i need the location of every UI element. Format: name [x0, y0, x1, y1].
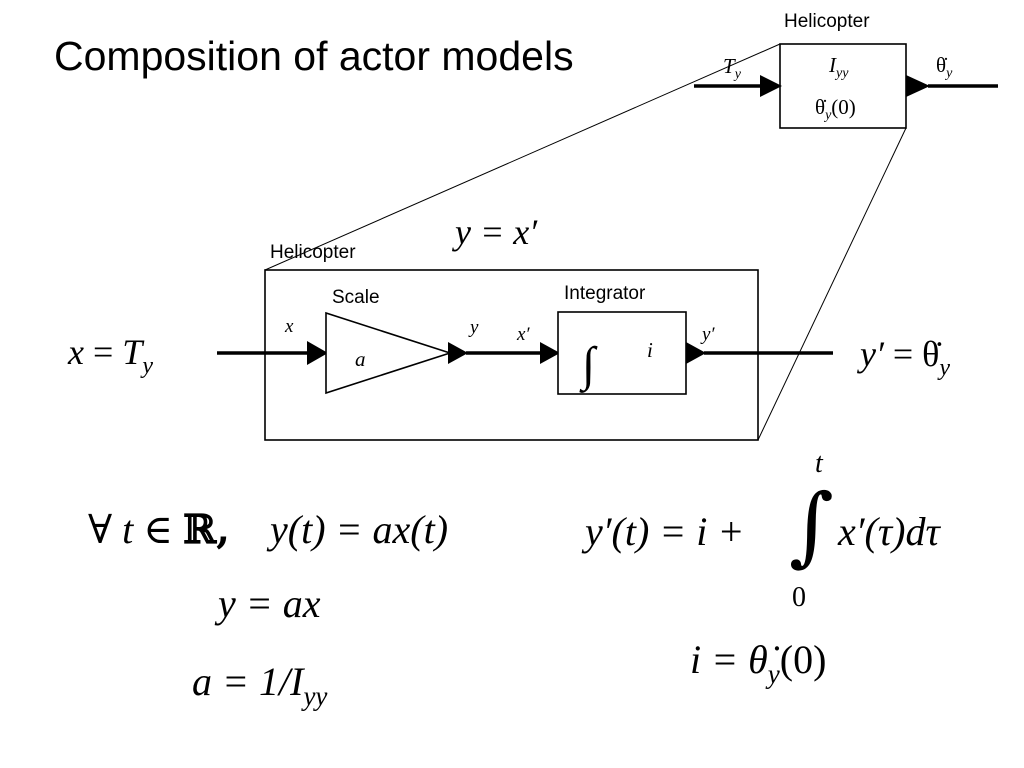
scale-in-port: x	[284, 316, 294, 337]
top-input-arrow	[760, 75, 782, 97]
integrator-in-port: x′	[516, 324, 530, 345]
composite-equation: y = x′	[452, 212, 538, 252]
composite-label: Helicopter	[270, 242, 356, 263]
scale-actor[interactable]	[325, 311, 453, 395]
a-equation: a = 1/Iyy	[192, 659, 328, 711]
integrator-definition-lhs: y′(t) = i +	[585, 509, 745, 554]
integrator-actor[interactable]	[557, 311, 687, 395]
integral-upper-limit: t	[815, 448, 823, 479]
scale-out-port: y	[468, 317, 479, 338]
output-equation: y′ = θ̇y	[857, 334, 950, 381]
slide-title: Composition of actor models	[54, 33, 574, 79]
top-block-label: Helicopter	[784, 11, 870, 32]
integrator-param: i	[647, 338, 653, 362]
composite-input-arrow	[307, 341, 328, 365]
integrator-output-port	[686, 342, 706, 364]
i-initial-condition-equation: i = θ̇y(0)	[690, 637, 827, 689]
top-input-label: Ty	[723, 54, 742, 82]
integrator-label: Integrator	[564, 283, 646, 304]
y-equals-ax-equation: y = ax	[218, 581, 321, 626]
integral-lower-limit: 0	[792, 582, 806, 613]
scale-param: a	[355, 347, 366, 371]
integral-sign: ∫	[789, 476, 834, 576]
zoom-line-right	[757, 127, 907, 441]
top-block-param-iyy: Iyy	[828, 53, 849, 81]
integral-symbol: ∫	[579, 338, 598, 393]
top-helicopter-block[interactable]	[779, 43, 907, 129]
integrator-out-port: y′	[700, 324, 715, 345]
scale-definition-equation: ∀ t ∈ ℝ, y(t) = ax(t)	[88, 506, 449, 553]
top-block-param-thetadot0: θ̇y(0)	[815, 95, 856, 123]
integrand: x′(τ)dτ	[838, 509, 940, 554]
scale-output-port	[448, 342, 468, 364]
scale-label: Scale	[332, 287, 380, 308]
top-output-label: θ̇y	[936, 53, 953, 81]
zoom-line-left	[264, 43, 781, 271]
input-equation: x = Ty	[67, 332, 153, 379]
top-output-port	[906, 75, 930, 97]
integrator-input-arrow	[540, 342, 560, 364]
